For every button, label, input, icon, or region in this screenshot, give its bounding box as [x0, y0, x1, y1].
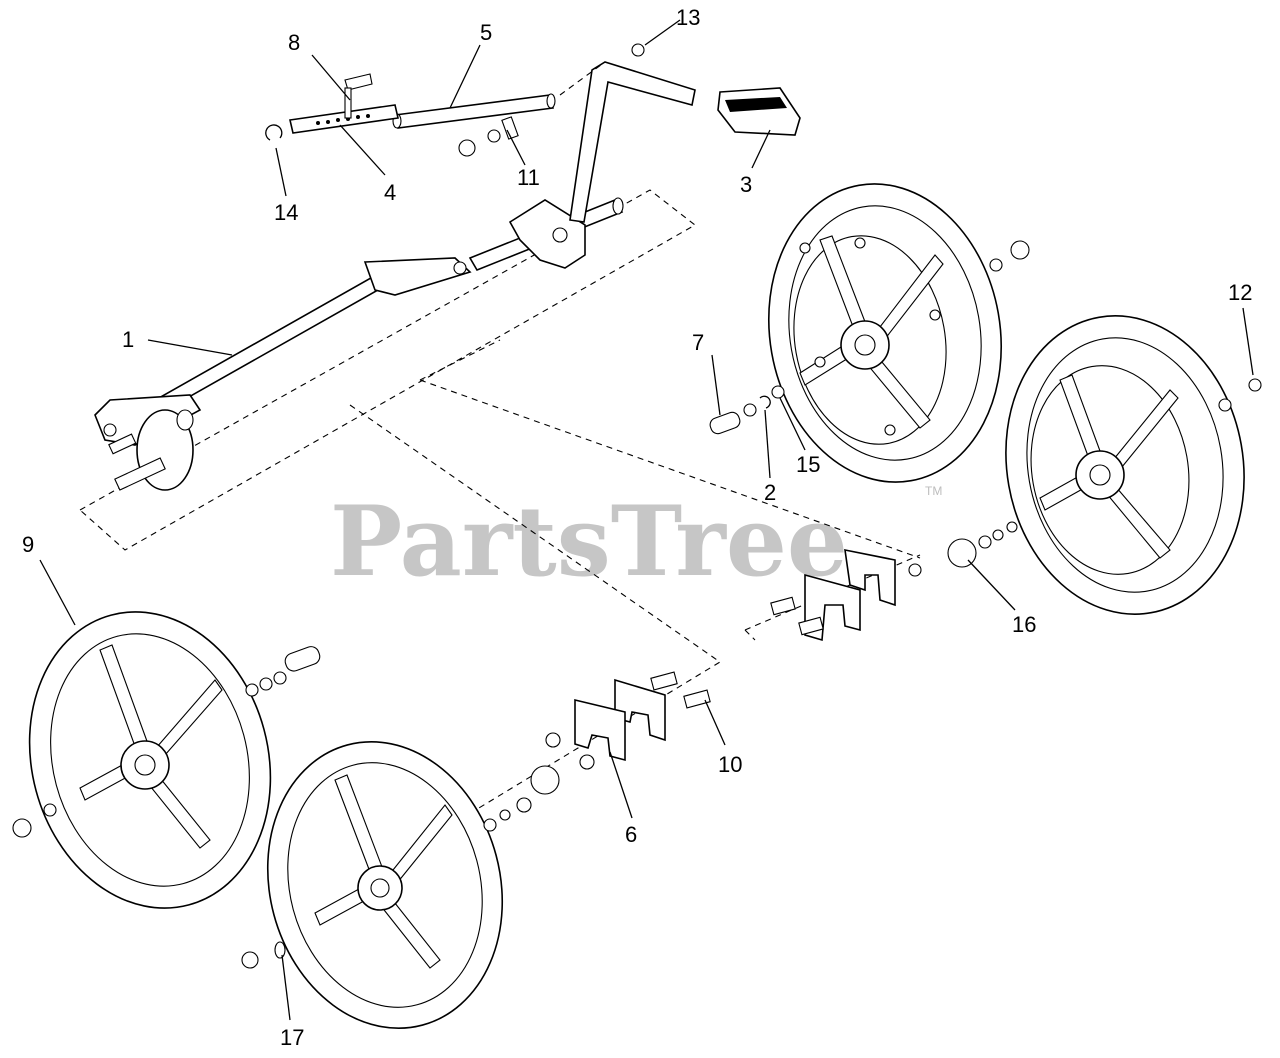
adjust-tube: [394, 94, 554, 129]
front-hardware: [245, 646, 711, 832]
callout-1: 1: [122, 327, 134, 352]
callout-8: 8: [288, 30, 300, 55]
adjust-bar: [289, 104, 399, 134]
front-spacer-washer: [530, 765, 560, 795]
callout-7: 7: [692, 330, 704, 355]
rear-hardware: [709, 385, 1018, 642]
front-bracket-plate-b: [574, 698, 626, 762]
callout-6: 6: [625, 822, 637, 847]
callout-14: 14: [274, 200, 298, 225]
washer: [487, 129, 501, 143]
callout-11: 11: [517, 165, 540, 190]
callout-10: 10: [718, 752, 742, 777]
pivot-pin: [501, 116, 519, 140]
callout-5: 5: [480, 20, 492, 45]
adjust-lever-arm: [569, 61, 696, 223]
small-nut: [631, 43, 645, 57]
watermark-trademark: TM: [925, 484, 942, 498]
rear-wheel-upper: [767, 183, 1030, 483]
front-wheel-right: [241, 741, 504, 1029]
callout-9: 9: [22, 532, 34, 557]
callout-15: 15: [796, 452, 820, 477]
front-axle-sleeve: [284, 646, 321, 672]
rear-spacer-washer: [947, 538, 977, 568]
callout-17: 17: [280, 1025, 304, 1050]
callout-16: 16: [1012, 612, 1036, 637]
hex-bolt: [344, 73, 373, 91]
callout-labels: 1 2 3 4 5 6 7 8 9 10 11 12 13 14 15 16 1…: [22, 5, 1252, 1050]
callout-13: 13: [676, 5, 700, 30]
front-wheel-left: [12, 611, 272, 909]
retaining-clip: [265, 124, 283, 141]
lock-nut: [458, 139, 476, 157]
rear-wheel-lower: [1005, 315, 1262, 615]
leader-lines: [39, 19, 1254, 1021]
callout-4: 4: [384, 180, 396, 205]
rear-axle-pin: [709, 411, 741, 435]
watermark: PartsTree TM: [330, 484, 942, 598]
callout-2: 2: [764, 480, 776, 505]
watermark-text: PartsTree: [330, 485, 848, 598]
callout-3: 3: [740, 172, 752, 197]
rear-bracket-plate-a: [844, 548, 896, 607]
axle-linkage: [363, 257, 472, 296]
height-adjust-assembly: [94, 43, 801, 491]
pivot-bracket: [508, 199, 586, 269]
callout-12: 12: [1228, 280, 1252, 305]
